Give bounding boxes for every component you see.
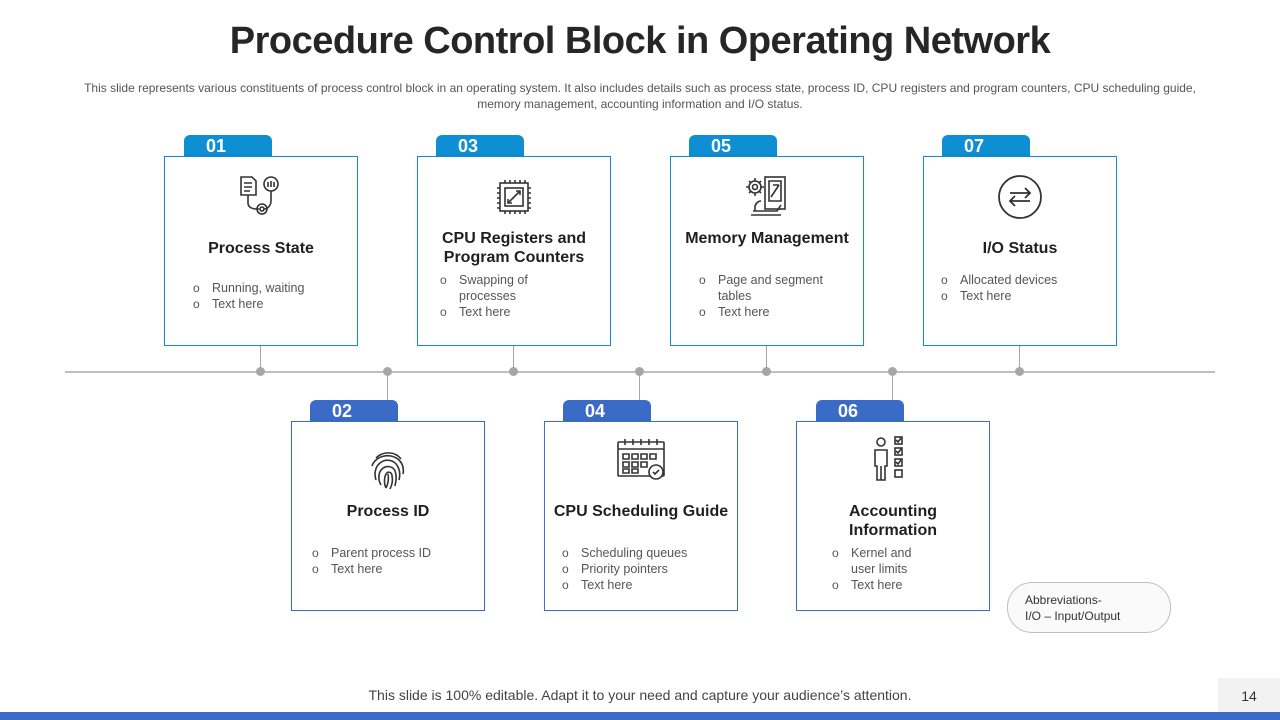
bullet-item: Text here xyxy=(941,288,1106,304)
step-card-bullets: Parent process ID Text here xyxy=(312,545,477,577)
slide-title: Procedure Control Block in Operating Net… xyxy=(229,20,1051,62)
calendar-schedule-icon xyxy=(615,434,667,486)
timeline-dot xyxy=(509,367,518,376)
step-card-title: I/O Status xyxy=(982,240,1058,257)
bullet-item: Text here xyxy=(832,577,932,593)
timeline-connector xyxy=(892,373,893,401)
timeline-connector xyxy=(387,373,388,401)
step-number-tab: 03 xyxy=(436,135,524,157)
step-number-tab: 01 xyxy=(184,135,272,157)
step-card-bullets: Running, waiting Text here xyxy=(193,280,343,312)
timeline-connector xyxy=(766,344,767,370)
step-number-tab: 06 xyxy=(816,400,904,422)
slide-subtitle: This slide represents various constituen… xyxy=(84,81,1196,111)
bullet-item: Text here xyxy=(562,577,727,593)
step-card-bullets: Swapping of processes Text here xyxy=(440,272,550,320)
bullet-item: Swapping of processes xyxy=(440,272,550,304)
step-number-tab: 04 xyxy=(563,400,651,422)
page-number: 14 xyxy=(1241,688,1257,704)
abbreviations-item: I/O – Input/Output xyxy=(1025,609,1121,623)
timeline-connector xyxy=(1019,344,1020,370)
step-number-tab: 07 xyxy=(942,135,1030,157)
timeline-dot xyxy=(635,367,644,376)
step-card-cpu-scheduling: CPU Scheduling Guide Scheduling queues P… xyxy=(544,421,738,611)
abbreviations-heading: Abbreviations- xyxy=(1025,593,1102,607)
step-card-bullets: Allocated devices Text here xyxy=(941,272,1106,304)
step-card-memory-management: Memory Management Page and segment table… xyxy=(670,156,864,346)
step-card-process-id: Process ID Parent process ID Text here xyxy=(291,421,485,611)
bullet-item: Page and segment tables xyxy=(699,272,839,304)
timeline-dot xyxy=(256,367,265,376)
step-card-process-state: Process State Running, waiting Text here xyxy=(164,156,358,346)
bottom-accent-bar xyxy=(0,712,1280,720)
bullet-item: Text here xyxy=(699,304,839,320)
step-number-tab: 05 xyxy=(689,135,777,157)
page-number-box: 14 xyxy=(1218,678,1280,712)
bullet-item: Allocated devices xyxy=(941,272,1106,288)
timeline-dot xyxy=(383,367,392,376)
step-card-title: Memory Management xyxy=(685,230,849,247)
memory-management-icon xyxy=(741,171,793,223)
step-number-tab: 02 xyxy=(310,400,398,422)
bullet-item: Scheduling queues xyxy=(562,545,727,561)
step-card-title: CPU Registers and Program Counters xyxy=(441,230,587,266)
step-card-bullets: Kernel and user limits Text here xyxy=(832,545,932,593)
process-state-icon xyxy=(235,171,287,223)
timeline-dot xyxy=(888,367,897,376)
bullet-item: Text here xyxy=(440,304,550,320)
bullet-item: Text here xyxy=(312,561,477,577)
fingerprint-icon xyxy=(362,444,414,496)
cpu-chip-icon xyxy=(488,171,540,223)
step-card-title: Process ID xyxy=(346,503,430,520)
step-card-title: CPU Scheduling Guide xyxy=(553,503,729,520)
timeline-connector xyxy=(513,344,514,370)
timeline-dot xyxy=(762,367,771,376)
step-card-bullets: Scheduling queues Priority pointers Text… xyxy=(562,545,727,593)
timeline-dot xyxy=(1015,367,1024,376)
person-checklist-icon xyxy=(867,434,919,486)
io-arrows-icon xyxy=(994,171,1046,223)
timeline-connector xyxy=(260,344,261,370)
footer-note: This slide is 100% editable. Adapt it to… xyxy=(368,687,912,703)
bullet-item: Kernel and user limits xyxy=(832,545,932,577)
step-card-title: Process State xyxy=(208,240,314,257)
bullet-item: Text here xyxy=(193,296,343,312)
step-card-bullets: Page and segment tables Text here xyxy=(699,272,839,320)
step-card-io-status: I/O Status Allocated devices Text here xyxy=(923,156,1117,346)
bullet-item: Priority pointers xyxy=(562,561,727,577)
bullet-item: Parent process ID xyxy=(312,545,477,561)
bullet-item: Running, waiting xyxy=(193,280,343,296)
step-card-cpu-registers: CPU Registers and Program Counters Swapp… xyxy=(417,156,611,346)
step-card-accounting-information: Accounting Information Kernel and user l… xyxy=(796,421,990,611)
timeline-connector xyxy=(639,373,640,401)
step-card-title: Accounting Information xyxy=(849,503,937,539)
abbreviations-note: Abbreviations- I/O – Input/Output xyxy=(1007,582,1171,633)
